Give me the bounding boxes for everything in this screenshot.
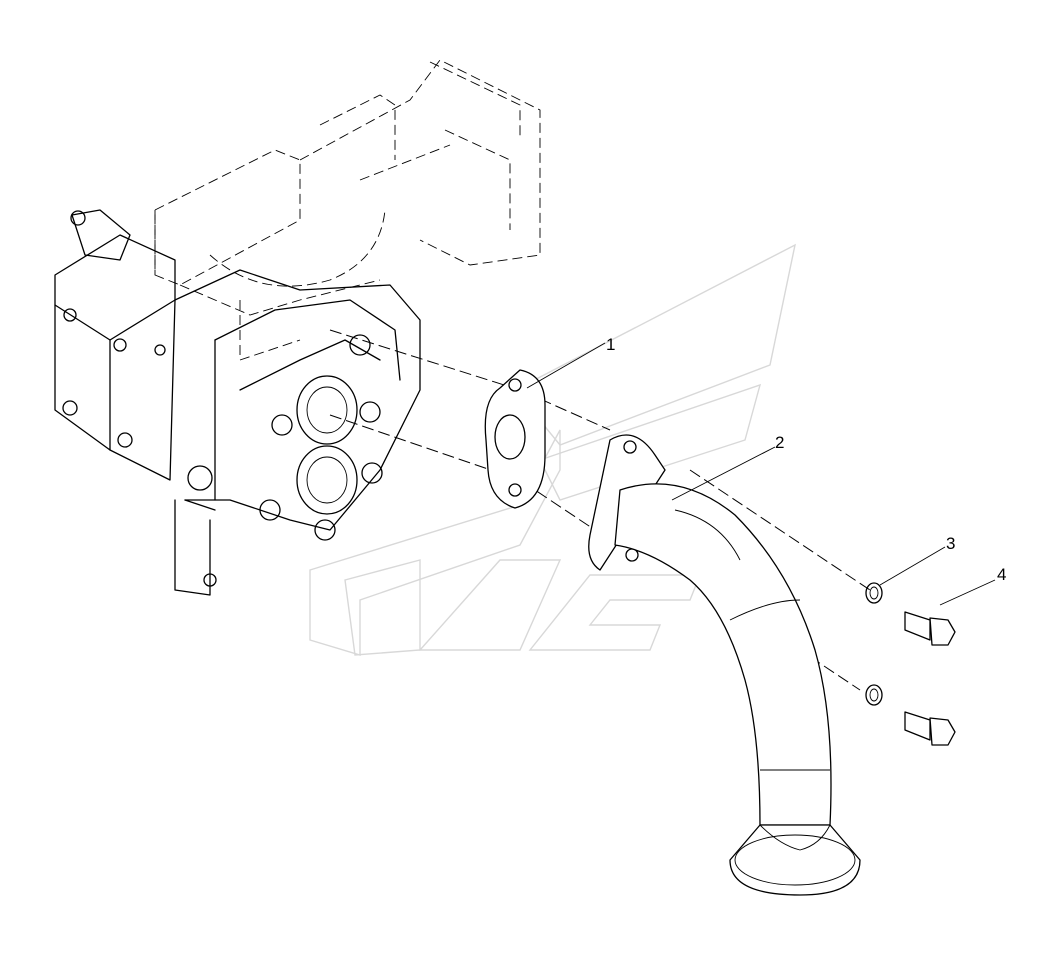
callout-3: 3	[946, 534, 955, 553]
callout-1: 1	[606, 335, 615, 354]
callout-4: 4	[997, 565, 1006, 584]
washer-part-3	[865, 582, 883, 706]
suction-pipe-part-2	[588, 434, 861, 896]
bolt-part-4	[904, 611, 956, 746]
oil-pump-assembly	[54, 209, 421, 596]
callout-2: 2	[775, 433, 784, 452]
gasket-part-1	[484, 369, 546, 509]
engine-block-phantom	[154, 59, 541, 361]
leader-lines	[526, 342, 996, 606]
